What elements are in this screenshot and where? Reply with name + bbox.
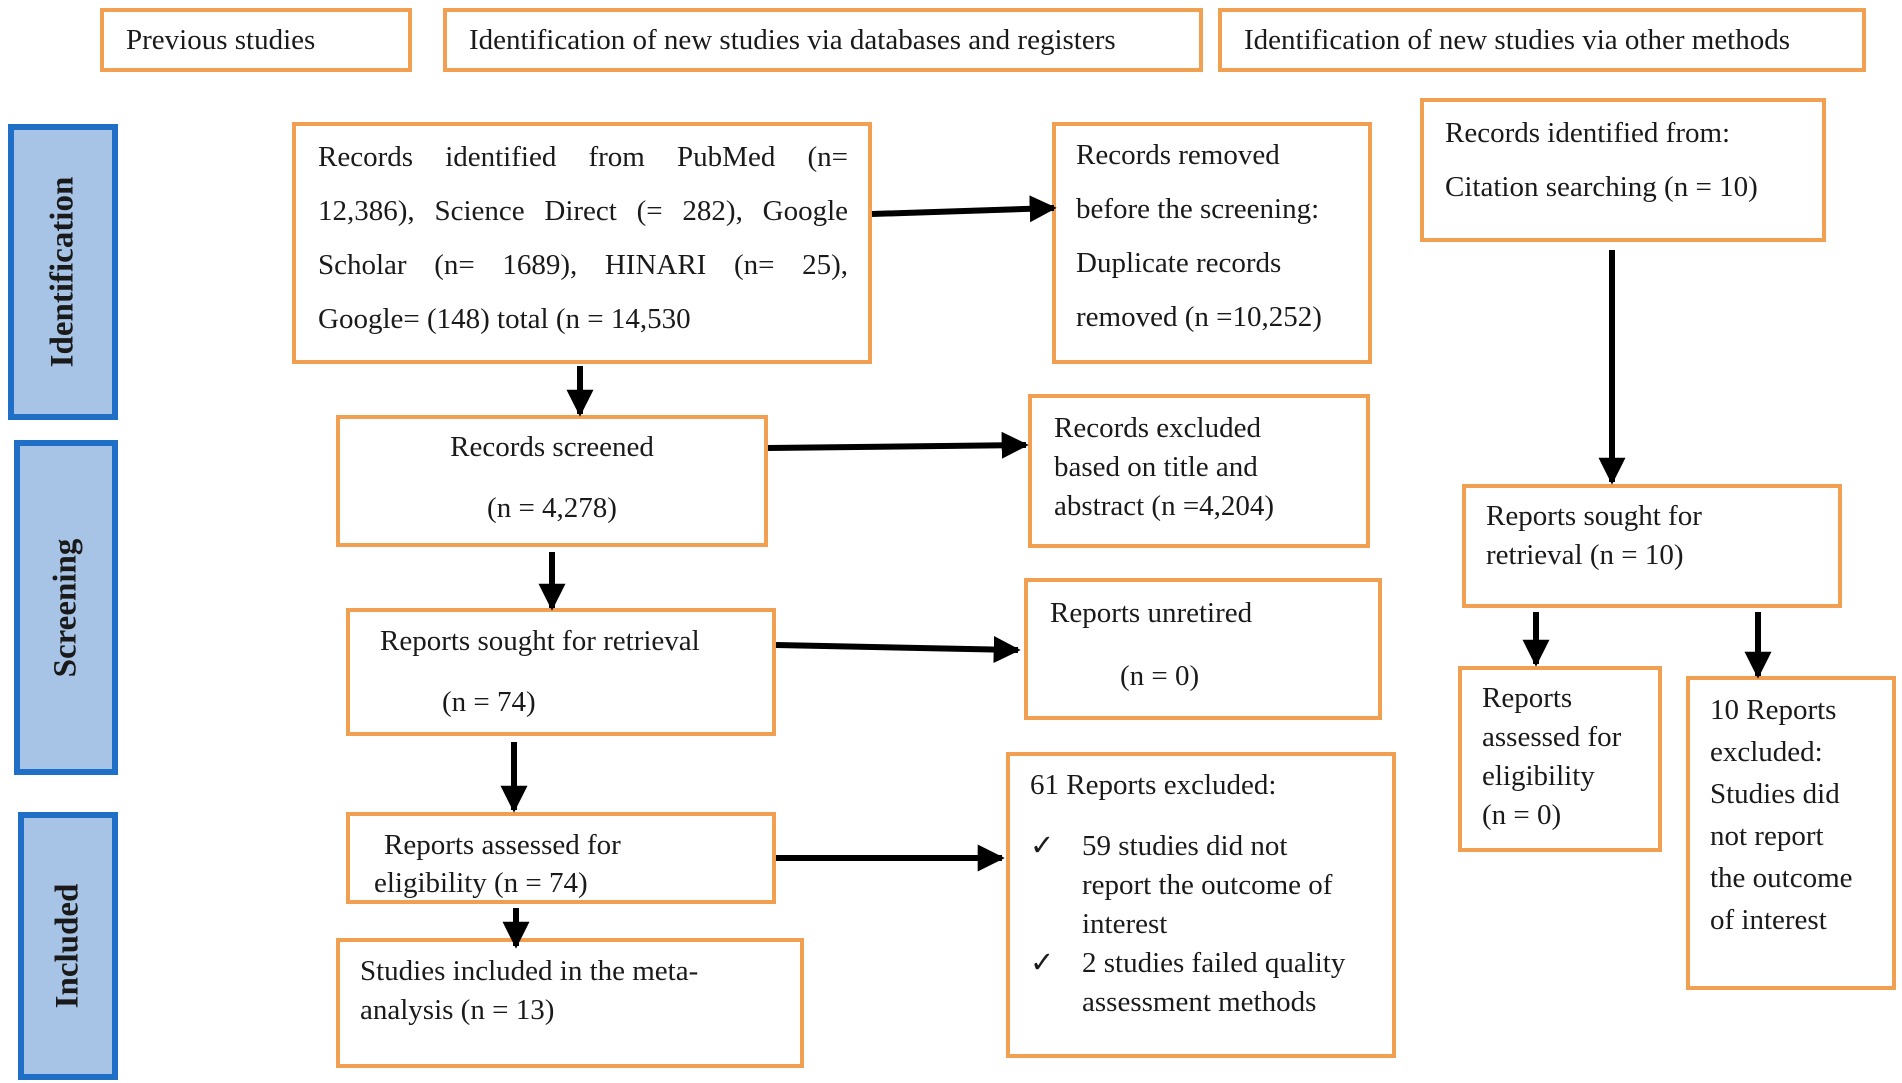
- arrow-screened-to-excluded: [767, 431, 1029, 459]
- reports-sought-text: Reports sought for retrieval (n = 74): [380, 622, 770, 722]
- reports-excluded-item-line: 2 studies failed quality: [1082, 947, 1346, 979]
- records-identified-line: Scholar (n= 1689), HINARI (n= 25),: [318, 249, 848, 281]
- header-previous-studies: Previous studies: [100, 8, 412, 72]
- other-reports-assessed-line: eligibility: [1482, 760, 1595, 792]
- other-reports-sought-box: [1462, 484, 1842, 608]
- other-reports-sought-line: Reports sought for: [1486, 500, 1702, 532]
- other-records-identified-text: Records identified from: Citation search…: [1445, 106, 1820, 214]
- other-reports-sought-line: retrieval (n = 10): [1486, 539, 1684, 571]
- other-reports-assessed-line: assessed for: [1482, 721, 1622, 753]
- arrow-sought-to-unretired: [775, 636, 1021, 663]
- records-screened-box: [336, 415, 768, 547]
- other-reports-excluded-line: excluded:: [1710, 736, 1823, 768]
- header-other-methods-label: Identification of new studies via other …: [1244, 23, 1791, 56]
- other-reports-assessed-line: (n = 0): [1482, 799, 1562, 831]
- check-icon: ✓: [1030, 947, 1055, 979]
- check-icon: ✓: [1030, 830, 1055, 862]
- other-reports-excluded-line: Studies did: [1710, 778, 1840, 810]
- studies-included-line: Studies included in the meta-: [360, 955, 699, 987]
- other-reports-assessed-line: Reports: [1482, 682, 1573, 714]
- other-records-identified-box: [1420, 98, 1826, 242]
- reports-excluded-box: [1006, 752, 1396, 1058]
- reports-assessed-count: eligibility (n = 74): [374, 867, 588, 899]
- records-excluded-title-text: Records excluded based on title and abst…: [1054, 409, 1364, 526]
- records-removed-text: Records removed before the screening: Du…: [1076, 128, 1366, 344]
- reports-assessed-box: Reports assessed for eligibility (n = 74…: [346, 812, 776, 904]
- records-removed-line: before the screening:: [1076, 193, 1320, 225]
- records-screened-text: Records screened (n = 4,278): [340, 428, 764, 528]
- reports-excluded-item: ✓ 59 studies did not report the outcome …: [1030, 827, 1390, 944]
- records-excluded-title-line: based on title and: [1054, 451, 1258, 483]
- reports-excluded-item-line: 59 studies did not: [1082, 830, 1288, 862]
- reports-assessed-label: Reports assessed for: [384, 829, 621, 861]
- reports-excluded-item-line: interest: [1082, 908, 1168, 940]
- records-identified-box: [292, 122, 872, 364]
- studies-included-text: Studies included in the meta- analysis (…: [360, 952, 790, 1030]
- other-records-identified-line: Citation searching (n = 10): [1445, 171, 1758, 203]
- records-identified-line: 12,386), Science Direct (= 282), Google: [318, 195, 848, 227]
- records-identified-line: Google= (148) total (n = 14,530: [318, 303, 691, 335]
- other-reports-excluded-line: the outcome: [1710, 862, 1853, 894]
- records-identified-line: Records identified from PubMed (n=: [318, 141, 848, 173]
- reports-excluded-item: ✓ 2 studies failed quality assessment me…: [1030, 944, 1390, 1022]
- reports-unretired-count: (n = 0): [1120, 660, 1200, 692]
- records-excluded-title-line: Records excluded: [1054, 412, 1261, 444]
- other-reports-excluded-line: 10 Reports: [1710, 694, 1837, 726]
- other-reports-excluded-line: not report: [1710, 820, 1824, 852]
- studies-included-box: [336, 938, 804, 1068]
- header-other-methods: Identification of new studies via other …: [1218, 8, 1866, 72]
- studies-included-line: analysis (n = 13): [360, 994, 555, 1026]
- records-excluded-title-line: abstract (n =4,204): [1054, 490, 1275, 522]
- records-removed-box: [1052, 122, 1372, 364]
- other-reports-excluded-text: 10 Reports excluded: Studies did not rep…: [1710, 689, 1894, 941]
- reports-unretired-text: Reports unretired (n = 0): [1050, 594, 1370, 696]
- other-reports-excluded-line: of interest: [1710, 904, 1827, 936]
- reports-excluded-item-line: report the outcome of: [1082, 869, 1333, 901]
- phase-screening: Screening: [14, 440, 118, 775]
- records-removed-line: Duplicate records: [1076, 247, 1282, 279]
- records-identified-text: Records identified from PubMed (n= 12,38…: [318, 130, 848, 346]
- reports-sought-count: (n = 74): [442, 686, 536, 718]
- reports-unretired-label: Reports unretired: [1050, 597, 1253, 629]
- reports-sought-label: Reports sought for retrieval: [380, 625, 700, 657]
- records-screened-label: Records screened: [450, 431, 654, 463]
- header-databases: Identification of new studies via databa…: [443, 8, 1203, 72]
- other-reports-assessed-box: [1458, 666, 1662, 852]
- reports-unretired-box: [1024, 578, 1382, 720]
- other-reports-excluded-box: [1686, 676, 1896, 990]
- reports-assessed-text: Reports assessed for eligibility (n = 74…: [374, 826, 764, 900]
- reports-excluded-text: 61 Reports excluded: ✓ 59 studies did no…: [1030, 766, 1390, 1022]
- arrow-identified-to-removed: [871, 195, 1057, 223]
- other-reports-sought-text: Reports sought for retrieval (n = 10): [1486, 497, 1836, 575]
- other-records-identified-line: Records identified from:: [1445, 117, 1731, 149]
- reports-excluded-title: 61 Reports excluded:: [1030, 769, 1277, 801]
- records-removed-line: Records removed: [1076, 139, 1280, 171]
- records-screened-count: (n = 4,278): [487, 492, 617, 524]
- header-previous-studies-label: Previous studies: [126, 23, 316, 56]
- phase-included: Included: [18, 812, 118, 1080]
- records-excluded-title-box: [1028, 394, 1370, 548]
- reports-excluded-item-line: assessment methods: [1082, 986, 1317, 1018]
- records-removed-line: removed (n =10,252): [1076, 301, 1322, 333]
- header-databases-label: Identification of new studies via databa…: [469, 23, 1116, 56]
- phase-identification: Identification: [8, 124, 118, 420]
- other-reports-assessed-text: Reports assessed for eligibility (n = 0): [1482, 679, 1658, 835]
